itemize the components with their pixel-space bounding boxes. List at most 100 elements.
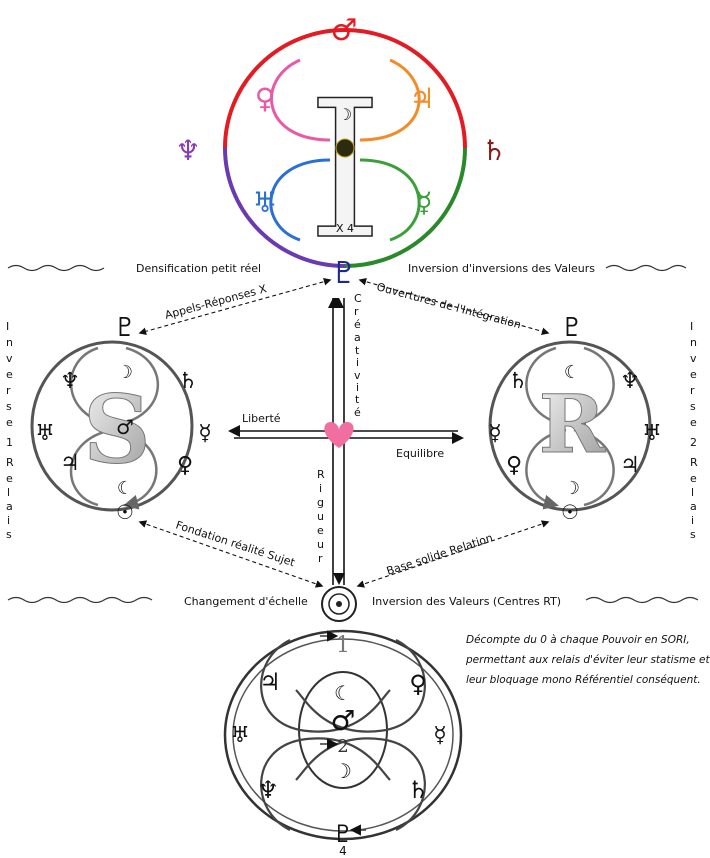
creativite-a: a xyxy=(354,331,361,344)
inv1-v: v xyxy=(6,352,13,365)
left-circle-group: S ♇ ☽ ♂ ☾ ☉ ♆ ♅ ♃ ♄ ☿ ♀ xyxy=(30,313,212,524)
inv2-e3: e xyxy=(690,472,697,485)
bottom-uranus-icon: ♅ xyxy=(230,723,250,748)
label-changement: Changement d'échelle xyxy=(184,595,308,608)
connector-ouvertures xyxy=(358,277,550,336)
x4-label: X 4 xyxy=(336,222,354,235)
bottom-loop-3 xyxy=(260,737,391,831)
letter-i: I xyxy=(307,60,382,281)
left-loop-1 xyxy=(69,346,115,431)
right-loop-2 xyxy=(571,346,615,431)
creativite-e2: é xyxy=(354,406,361,419)
left-neptune-icon: ♆ xyxy=(60,369,80,394)
venus-icon: ♀ xyxy=(255,82,276,115)
bottom-mercury-icon: ☿ xyxy=(433,723,447,748)
inv1-i: i xyxy=(7,514,10,527)
top-arc-red xyxy=(223,28,346,149)
inv2-s: s xyxy=(690,400,696,413)
inv1-s: s xyxy=(6,400,12,413)
left-moon-icon: ☽ xyxy=(117,362,133,383)
left-loop-4 xyxy=(115,428,158,510)
rigueur-r1: R xyxy=(317,468,325,481)
left-saturn-icon: ♄ xyxy=(178,369,198,394)
inv1-l: l xyxy=(7,486,10,499)
cross-arrow-down xyxy=(333,573,345,585)
bottom-pluto-icon: ♇ xyxy=(332,820,354,848)
bottom-circle-group: 1 2 4 ☾ ♂ ☽ ♇ ♃ ♀ ♅ ☿ ♆ ♄ xyxy=(223,629,463,858)
left-jupiter-icon: ♃ xyxy=(60,451,80,476)
top-arc-green xyxy=(344,147,467,268)
number-two: 2 xyxy=(337,736,348,757)
left-loop-2 xyxy=(115,346,160,427)
bottom-loop-2 xyxy=(295,639,426,733)
label-base-solide: Base solide Relation xyxy=(385,531,495,578)
inv1-R: R xyxy=(6,456,14,469)
note-line-1: Décompte du 0 à chaque Pouvoir en SORI, xyxy=(466,634,690,646)
left-uranus-icon: ♅ xyxy=(35,421,55,446)
rigueur-u2: u xyxy=(317,538,324,551)
inv2-r: r xyxy=(690,384,695,397)
creativite-v: v xyxy=(354,369,361,382)
connector-base-solide xyxy=(356,520,550,588)
creativite-r: r xyxy=(354,305,359,318)
right-loop-1 xyxy=(525,346,567,427)
right-loop-4 xyxy=(573,428,615,507)
central-cross xyxy=(228,298,464,585)
bottom-venus-icon: ♀ xyxy=(409,670,427,698)
rigueur-e: e xyxy=(317,524,324,537)
inv2-l: l xyxy=(691,486,694,499)
bottom-loop-4 xyxy=(295,737,426,831)
left-loop-3 xyxy=(69,428,113,507)
inv2-a: a xyxy=(690,500,697,513)
bottom-outer-circle xyxy=(223,629,463,841)
bottom-loop-1 xyxy=(260,639,391,733)
cross-arrow-up xyxy=(328,298,344,308)
label-inversion-inversions: Inversion d'inversions des Valeurs xyxy=(408,262,595,275)
right-circle-group: R ♇ ☾ ☽ ☉ ♄ ☿ ♀ ♆ ♅ ♃ xyxy=(488,313,662,524)
mars-icon: ♂ xyxy=(331,13,358,48)
top-circle-group: I ☽ X 4 ♂ ♀ ♃ ♆ ♄ ♅ ☿ ♇ xyxy=(175,13,506,291)
bottom-mars-icon: ♂ xyxy=(330,704,355,737)
label-inversion-valeurs: Inversion des Valeurs (Centres RT) xyxy=(372,595,561,608)
left-mars-icon: ♂ xyxy=(116,415,134,439)
bottom-moon2-icon: ☽ xyxy=(334,759,352,783)
inv1-e: e xyxy=(6,368,13,381)
right-mercury-icon: ☿ xyxy=(488,421,502,446)
wave-right-bottom xyxy=(585,596,699,604)
right-neptune-icon: ♆ xyxy=(620,369,640,394)
rigueur-r2: r xyxy=(318,552,323,565)
center-target-inner xyxy=(328,593,350,615)
heart-icon xyxy=(324,422,354,448)
left-sun-icon: ☉ xyxy=(116,500,134,524)
right-moon-icon: ☾ xyxy=(564,362,580,383)
left-moon2-icon: ☾ xyxy=(117,478,133,499)
number-four: 4 xyxy=(339,844,347,858)
label-fondation: Fondation réalité Sujet xyxy=(174,518,297,569)
label-densification: Densification petit réel xyxy=(136,262,261,275)
creativite-i1: i xyxy=(356,356,359,369)
rigueur-i: i xyxy=(319,482,322,495)
label-inverse1: I n v e r s e 1 R e l a i s xyxy=(6,320,14,541)
wave-left-top xyxy=(7,264,105,272)
inv1-e3: e xyxy=(6,472,13,485)
letter-r: R xyxy=(539,377,606,471)
creativite-t2: t xyxy=(355,393,360,406)
inv2-s: s xyxy=(690,528,696,541)
rigueur-u1: u xyxy=(317,510,324,523)
creativite-e1: é xyxy=(354,318,361,331)
creativite-c: C xyxy=(354,292,362,305)
top-arc-red-right xyxy=(344,28,467,149)
inv1-1: 1 xyxy=(6,436,13,449)
inv2-2: 2 xyxy=(690,436,697,449)
right-moon2-icon: ☽ xyxy=(564,478,580,499)
center-target-dot xyxy=(336,601,342,607)
label-ouvertures: Ouvertures de l'Intégration xyxy=(375,280,522,331)
letter-s: S xyxy=(83,375,151,485)
inv2-v: v xyxy=(690,352,697,365)
bottom-neptune-icon: ♆ xyxy=(257,776,279,804)
inv1-s2: s xyxy=(6,528,12,541)
inv1-e2: e xyxy=(6,416,13,429)
uranus-icon: ♅ xyxy=(252,186,277,219)
right-jupiter-icon: ♃ xyxy=(620,453,640,478)
